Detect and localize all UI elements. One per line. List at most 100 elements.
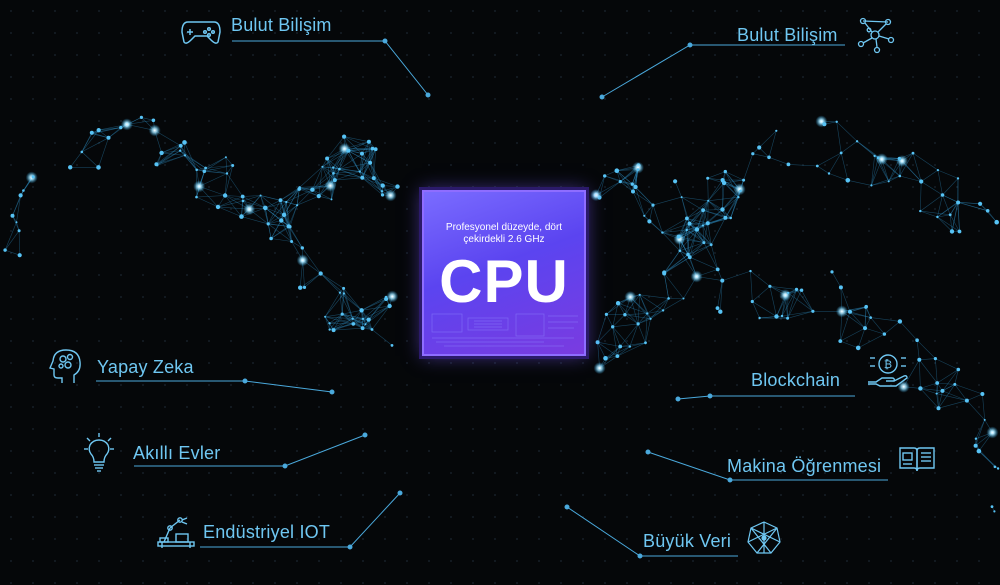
mesh-node <box>224 156 227 159</box>
mesh-node <box>215 204 221 210</box>
mesh-node <box>919 179 924 184</box>
mesh-edge <box>664 254 689 274</box>
mesh-node <box>786 162 791 167</box>
mesh-edge <box>161 150 181 154</box>
mesh-node <box>964 398 969 403</box>
mesh-edge <box>707 177 725 184</box>
mesh-edge <box>342 313 353 319</box>
mesh-node <box>715 306 720 310</box>
mesh-edge <box>639 294 664 311</box>
mesh-edge <box>664 254 689 273</box>
mesh-node <box>720 178 725 183</box>
mesh-node <box>933 357 938 361</box>
mesh-edge <box>707 217 726 224</box>
mesh-edge <box>348 141 370 151</box>
mesh-node <box>636 322 640 326</box>
mesh-edge <box>639 294 669 299</box>
mesh-nodes <box>3 115 1000 513</box>
mesh-edge <box>637 318 651 325</box>
mesh-node <box>949 229 955 234</box>
mesh-edge <box>286 201 289 227</box>
mesh-edge <box>156 150 181 165</box>
mesh-edge <box>919 359 921 389</box>
mesh-edge <box>620 181 636 188</box>
mesh-edge <box>180 150 206 169</box>
mesh-edge <box>205 167 228 174</box>
mesh-node <box>780 314 784 318</box>
mesh-edge <box>662 298 684 311</box>
mesh-edge <box>81 137 109 153</box>
mesh-node <box>380 193 385 197</box>
label-blockchain: Blockchain <box>751 370 841 390</box>
mesh-node <box>751 152 755 156</box>
mesh-node <box>380 190 384 193</box>
mesh-edge <box>652 196 682 206</box>
mesh-node <box>603 174 607 178</box>
mesh-node <box>332 166 335 169</box>
mesh-node <box>815 164 819 168</box>
mesh-edge <box>937 194 943 218</box>
mesh-edge <box>617 302 639 325</box>
mesh-node <box>644 341 647 345</box>
mesh-edge <box>382 185 398 187</box>
mesh-edge <box>687 244 712 255</box>
mesh-edge <box>325 316 353 319</box>
mesh-edge <box>342 313 364 320</box>
mesh-edge <box>629 323 639 347</box>
mesh-node <box>241 199 245 203</box>
mesh-edge <box>708 200 731 219</box>
mesh-edge <box>324 316 330 324</box>
mesh-edge <box>920 388 943 392</box>
mesh-edge <box>864 306 867 329</box>
mesh-edge <box>951 201 958 232</box>
mesh-edge <box>141 117 154 121</box>
mesh-node <box>707 199 710 202</box>
mesh-glow <box>733 183 746 196</box>
mesh-edge <box>936 393 939 409</box>
mesh-edge <box>333 313 343 331</box>
mesh-edge <box>752 153 770 158</box>
mesh-edge <box>353 310 362 325</box>
mesh-edge <box>831 271 842 288</box>
mesh-edge <box>286 189 313 203</box>
mesh-edge <box>362 177 383 196</box>
mesh-node <box>351 322 356 326</box>
mesh-edge <box>725 190 741 218</box>
mesh-node <box>324 315 327 318</box>
mesh-edge <box>605 346 621 359</box>
mesh-edge <box>620 342 646 347</box>
mesh-node <box>701 208 705 213</box>
mesh-edge <box>267 223 272 239</box>
mesh-edge <box>707 178 709 201</box>
mesh-edge <box>942 390 968 401</box>
mesh-edge <box>871 155 875 186</box>
mesh-edge <box>954 369 959 385</box>
lightbulb-icon <box>84 433 114 472</box>
mesh-edge <box>180 145 197 170</box>
mesh-node <box>974 437 978 440</box>
mesh-edge <box>286 201 298 206</box>
mesh-edge <box>217 195 226 208</box>
mesh-node <box>342 292 345 295</box>
mesh-edge <box>617 342 646 357</box>
mesh-edge <box>841 141 858 154</box>
mesh-node <box>68 165 73 170</box>
mesh-edge <box>283 188 300 215</box>
mesh-edge <box>787 290 802 319</box>
mesh-edge <box>958 202 988 212</box>
mesh-edge <box>645 318 651 343</box>
mesh-edge <box>730 197 739 219</box>
mesh-edge <box>919 358 936 361</box>
mesh-edge <box>343 136 373 149</box>
mesh-edge <box>242 200 266 209</box>
mesh-glow <box>624 291 637 303</box>
mesh-edge <box>801 290 814 312</box>
mesh-node <box>706 176 710 180</box>
mesh-edge <box>920 382 938 389</box>
mesh-edge <box>936 384 955 394</box>
mesh-edge <box>686 229 689 255</box>
mesh-node <box>204 166 208 170</box>
mesh-edge <box>339 168 363 179</box>
mesh-node <box>373 147 378 152</box>
label-machine-learning: Makina Öğrenmesi <box>727 456 882 476</box>
